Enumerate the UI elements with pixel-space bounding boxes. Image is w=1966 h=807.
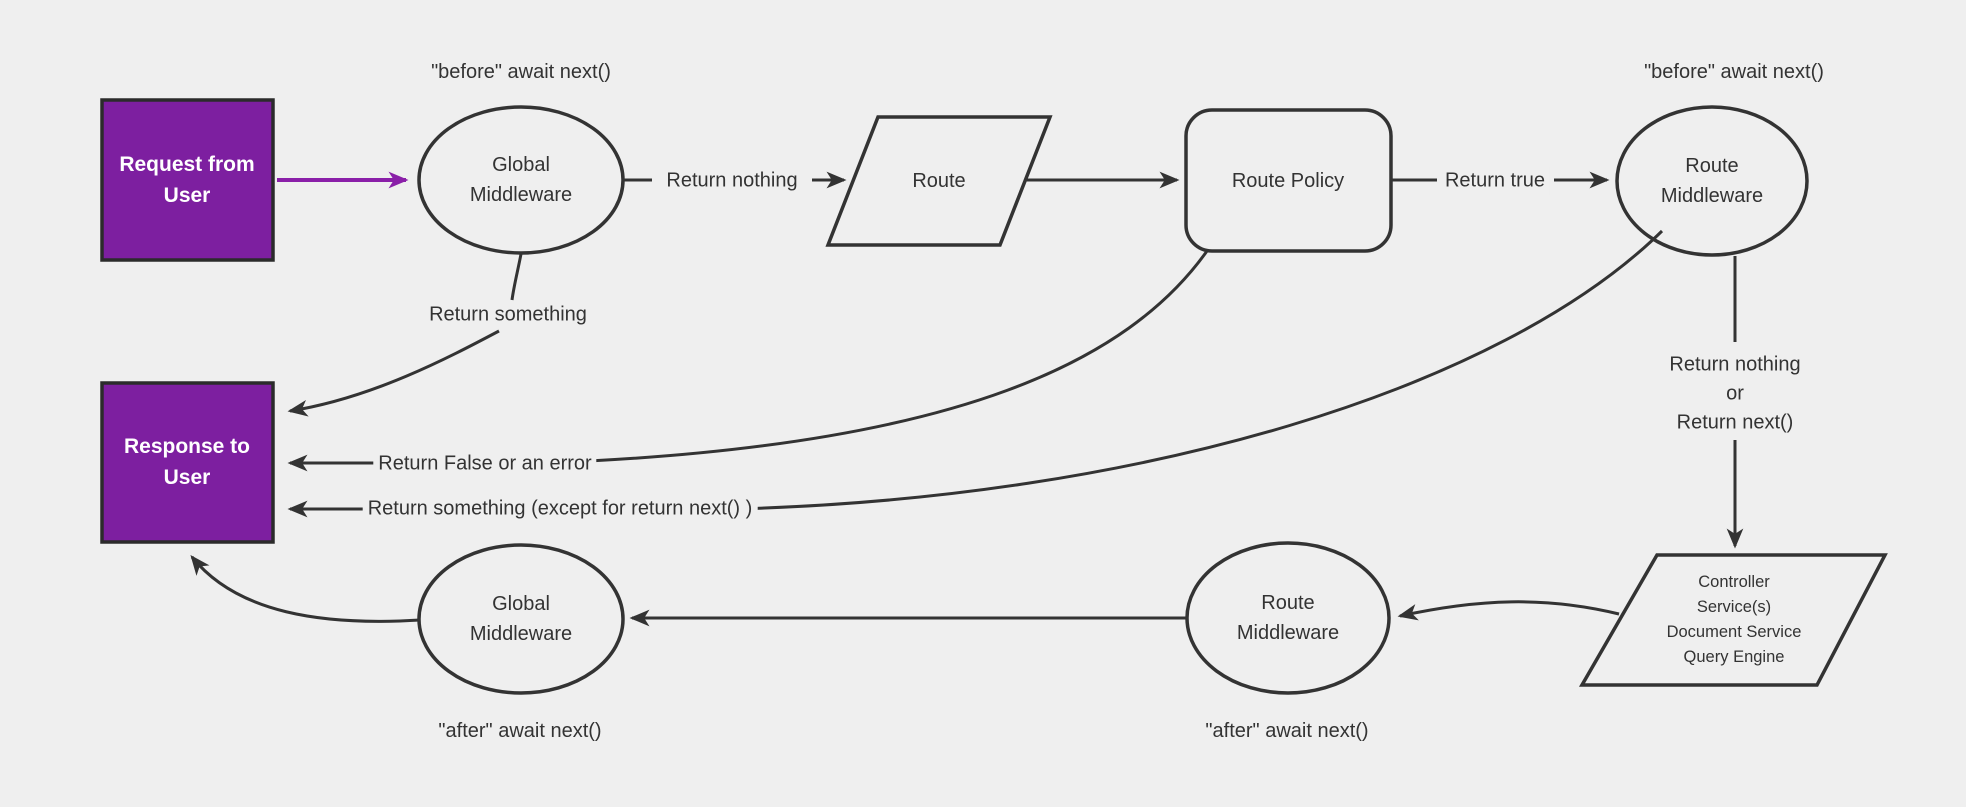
route-middleware-bottom-ellipse	[1185, 541, 1391, 695]
after-await-next-left-annotation: "after" await next()	[438, 720, 602, 742]
edge-global-middleware-top-to-response-head	[287, 329, 500, 417]
edge-controller-to-route-middleware-bottom	[1397, 600, 1620, 621]
edge-global-middleware-bottom-to-response	[190, 555, 421, 623]
edge-route-policy-to-response-tail	[588, 250, 1209, 463]
route-middleware-top-label: Route Middleware	[1660, 155, 1764, 207]
global-middleware-top-label: Global Middleware	[469, 154, 573, 206]
route-parallelogram	[825, 115, 1053, 247]
route-policy-label: Route Policy	[1231, 170, 1345, 192]
return-nothing-top-edge-label: Return nothing	[661, 166, 803, 196]
response-to-user-label: Response to User	[123, 435, 251, 489]
return-nothing-or-next-edge-label: Return nothing or Return next()	[1664, 350, 1806, 438]
route-label: Route	[912, 170, 966, 192]
edge-global-middleware-top-to-response-tail	[510, 253, 523, 301]
route-middleware-top-ellipse	[1615, 105, 1809, 257]
global-middleware-bottom-label: Global Middleware	[469, 593, 573, 645]
route-middleware-bottom-label: Route Middleware	[1236, 592, 1340, 644]
request-from-user-box	[100, 98, 275, 262]
request-from-user-label: Request from User	[119, 153, 255, 207]
return-false-or-error-edge-label: Return False or an error	[373, 449, 597, 479]
controller-services-label: Controller Service(s) Document Service Q…	[1666, 573, 1802, 666]
global-middleware-top-ellipse	[417, 105, 625, 255]
route-policy-box	[1184, 108, 1393, 253]
after-await-next-right-annotation: "after" await next()	[1205, 720, 1369, 742]
response-to-user-box	[100, 381, 275, 544]
controller-parallelogram	[1578, 553, 1888, 687]
edge-route-middleware-top-to-response-tail	[734, 229, 1664, 511]
return-something-except-edge-label: Return something (except for return next…	[362, 494, 758, 524]
before-await-next-right-annotation: "before" await next()	[1644, 61, 1824, 83]
return-something-edge-label: Return something	[424, 300, 592, 330]
return-true-edge-label: Return true	[1439, 166, 1551, 196]
before-await-next-left-annotation: "before" await next()	[431, 61, 611, 83]
